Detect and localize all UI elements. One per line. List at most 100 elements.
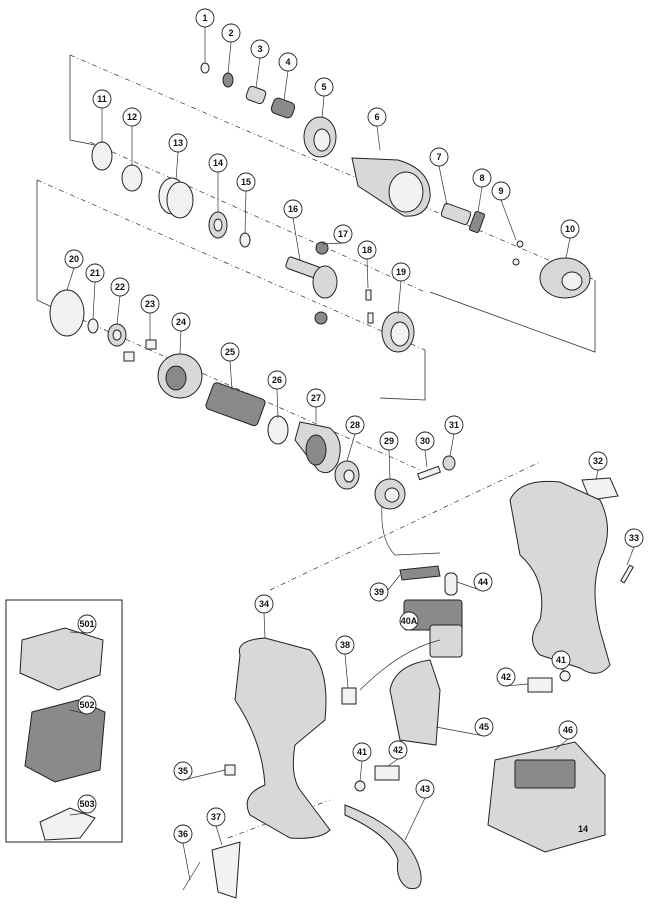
callout-21: 21 [85,263,105,283]
leader-line-36 [182,842,191,881]
callout-number: 15 [241,177,251,187]
callout-number: 22 [115,282,125,292]
part-23-clips [123,339,157,362]
callout-circle [333,224,353,244]
callout-17: 17 [333,224,353,244]
part-6-hammer-case [351,157,431,217]
leader-line-4 [283,70,289,101]
part-11-ring [91,141,113,171]
callout-1: 1 [195,8,215,28]
part-45-terminal-block [359,639,441,746]
leader-line-45 [435,726,485,737]
part-2-washer [222,72,234,88]
callout-circle [267,370,287,390]
callout-circle [77,695,97,715]
part-46-battery: 14 [487,741,606,853]
callout-circle [314,77,334,97]
callout-10: 10 [560,219,580,239]
callout-20: 20 [64,249,84,269]
callout-8: 8 [472,168,492,188]
callout-35: 35 [173,761,193,781]
part-36-screw [182,861,201,891]
callout-circle [429,147,449,167]
callout-number: 13 [173,138,183,148]
callout-circle [278,52,298,72]
callout-4: 4 [278,52,298,72]
part-3-sleeve [245,85,267,105]
callout-42: 42 [388,740,408,760]
callout-18: 18 [357,240,377,260]
callout-circle [110,277,130,297]
callout-45: 45 [474,717,494,737]
leader-line-29 [388,449,391,480]
part-30-screw [416,465,442,481]
callout-503: 503 [77,794,97,814]
callout-number: 502 [79,700,94,710]
callout-circle [491,181,511,201]
callout-3: 3 [250,39,270,59]
callout-circle [140,294,160,314]
part-29-sensor-board [374,478,441,556]
assembly-frame-upper [69,54,596,353]
callout-11: 11 [92,89,112,109]
part-38-terminal [341,687,357,705]
callout-31: 31 [444,415,464,435]
leader-line-16 [292,217,301,261]
leader-line-22 [116,295,121,325]
callout-circle [254,594,274,614]
callout-circle [588,451,608,471]
callout-number: 2 [228,28,233,38]
callout-circle [250,39,270,59]
leader-line-38 [344,653,349,689]
part-9-steel-balls [512,240,524,266]
leader-line-41 [359,760,363,782]
callout-number: 45 [479,722,489,732]
part-12-washer [121,164,143,192]
callout-number: 18 [362,245,372,255]
part-18-needles [365,289,374,324]
callout-number: 39 [374,587,384,597]
leader-line-43 [404,797,426,841]
callout-37: 37 [206,807,226,827]
callout-number: 31 [449,420,459,430]
part-39-sponge [399,565,441,581]
part-25-motor-armature [205,382,266,427]
callout-circle [173,761,193,781]
leader-line-10 [565,237,571,259]
part-5-guide-sleeve [303,116,337,158]
callout-circle [173,824,193,844]
leader-line-18 [366,258,369,289]
leader-line-42 [387,758,399,767]
callout-number: 11 [97,94,107,104]
callout-23: 23 [140,294,160,314]
callout-number: 35 [178,766,188,776]
leader-line-20 [66,267,75,291]
leader-line-25 [229,360,233,391]
leader-lines [66,27,635,881]
callout-number: 37 [211,812,221,822]
callout-number: 21 [90,268,100,278]
leader-line-31 [449,433,455,457]
callout-circle [444,415,464,435]
callout-number: 29 [384,436,394,446]
leader-line-9 [500,199,517,241]
callout-36: 36 [173,824,193,844]
leader-line-6 [376,125,381,151]
part-41-screw-right [559,670,571,682]
leader-line-35 [182,769,226,781]
callout-circle [367,107,387,127]
callout-number: 38 [340,640,350,650]
leader-line-17 [321,242,344,245]
leader-line-8 [477,186,483,213]
leader-line-19 [397,280,402,315]
part-22-bearing [107,323,127,347]
callout-circle [379,431,399,451]
callout-circle [551,650,571,670]
leader-line-15 [244,190,247,235]
callout-number: 34 [259,599,269,609]
callout-circle [208,153,228,173]
callout-19: 19 [391,262,411,282]
callout-circle [558,720,578,740]
callout-number: 503 [79,799,94,809]
callout-16: 16 [283,199,303,219]
